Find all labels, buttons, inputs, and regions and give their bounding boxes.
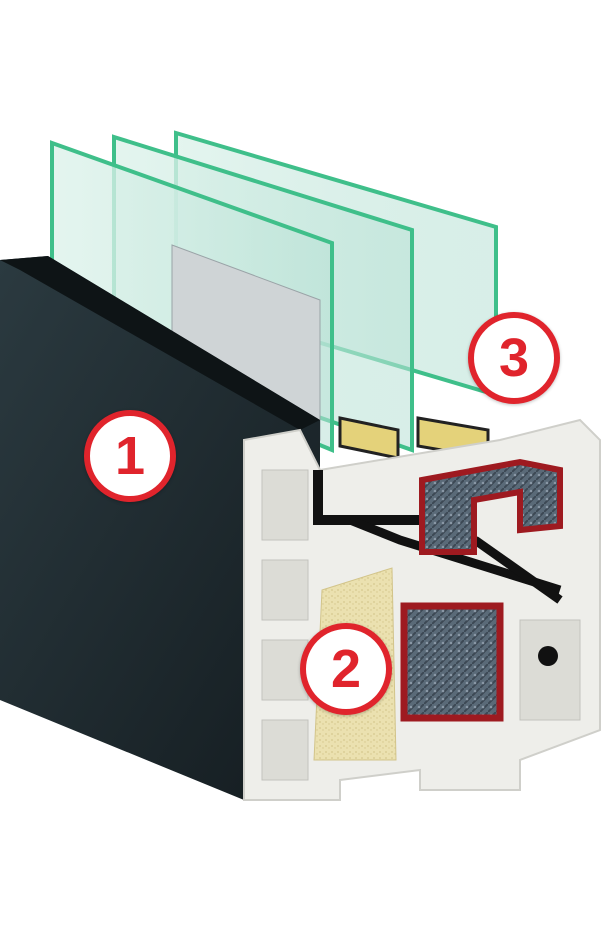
steel-reinforcement-upper <box>419 458 563 555</box>
marker-1: 1 <box>84 410 176 502</box>
marker-3: 3 <box>468 312 560 404</box>
steel-reinforcement-lower <box>400 602 504 722</box>
frame-face-dark <box>0 256 320 800</box>
marker-2: 2 <box>300 623 392 715</box>
